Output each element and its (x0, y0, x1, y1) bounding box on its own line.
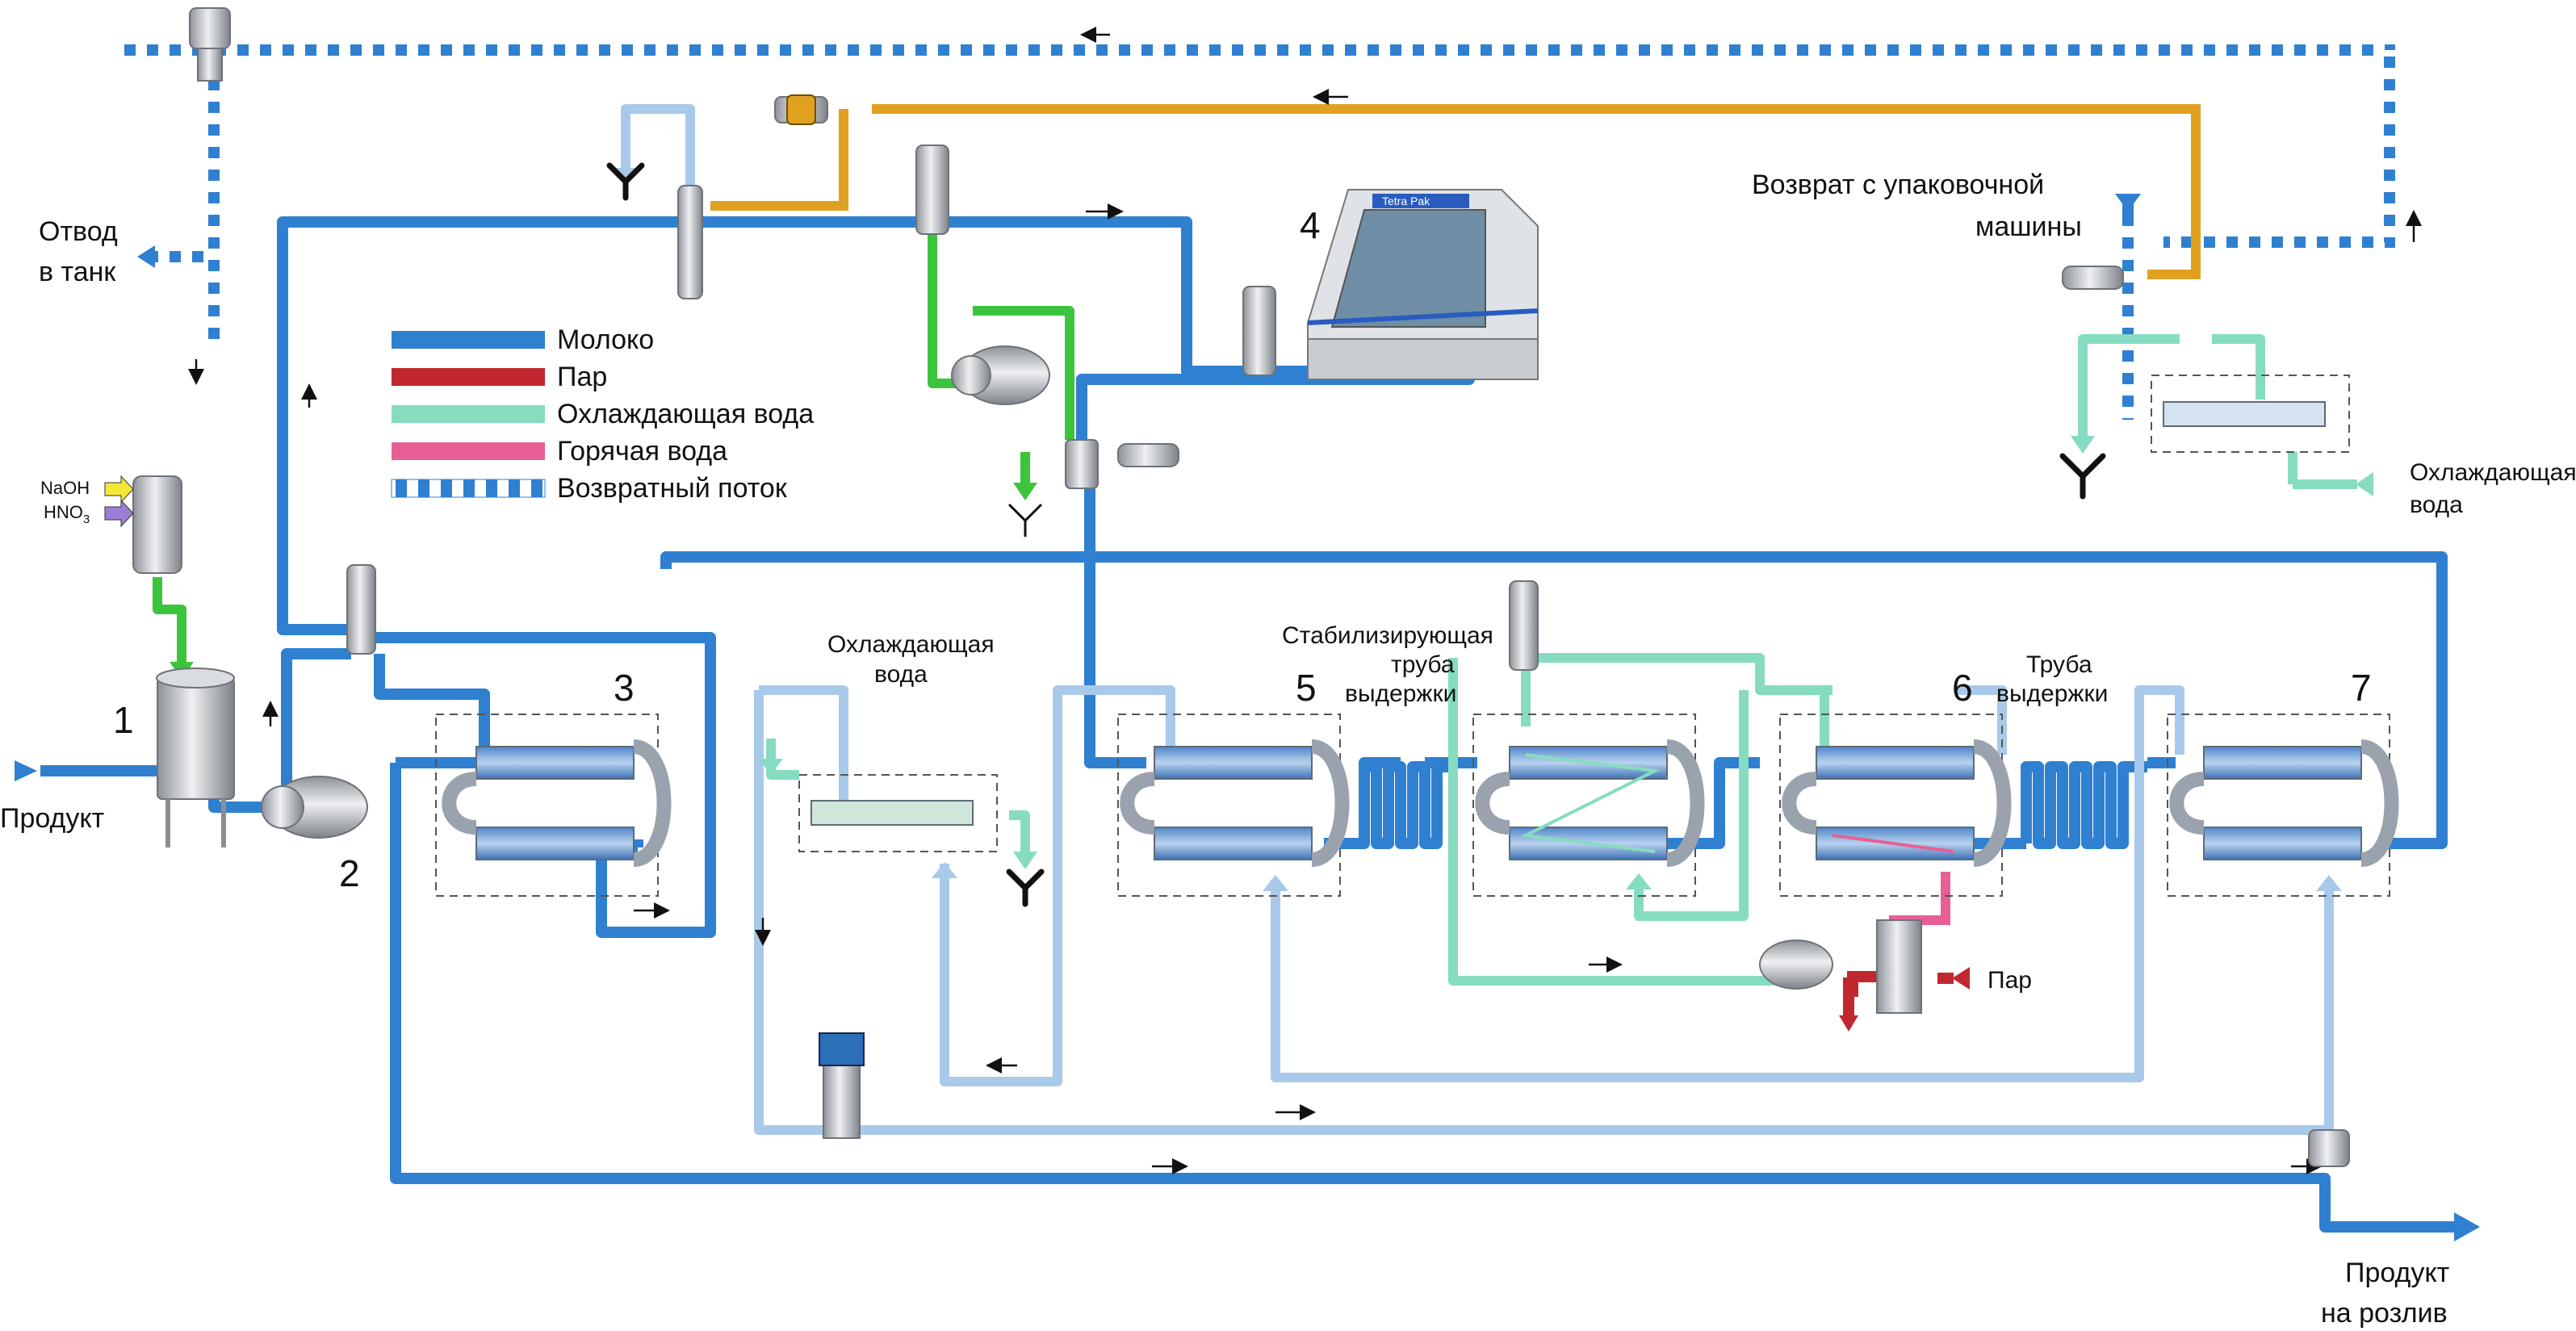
number-4: 4 (1300, 204, 1321, 246)
naoh-arrow (104, 475, 134, 504)
product-in-arrow (15, 760, 37, 781)
legend-swatch-milk (392, 331, 545, 349)
pump-hot-water (1759, 940, 1833, 990)
dosing-tank (132, 475, 182, 574)
booster-pump (819, 1032, 865, 1139)
filling-machine-4: Tetra Pak (1307, 189, 1539, 380)
label-cooling-mid-1: Охлаждающая (827, 631, 995, 658)
heat-exchanger-5 (1117, 714, 1350, 897)
label-hno3-sub: 3 (83, 513, 90, 526)
legend-label-return: Возвратный поток (557, 473, 788, 504)
legend-swatch-steam (392, 368, 545, 386)
lb-arrow-1 (932, 862, 957, 878)
cooler-middle (798, 774, 998, 852)
steam-out-arrow (1839, 1015, 1858, 1032)
stabilizing-holding-tube (1359, 761, 1449, 849)
lb-arrow-3 (2316, 875, 2342, 891)
legend-label-steam: Пар (557, 362, 607, 392)
label-tank-out-1: Отвод (39, 216, 118, 247)
number-1: 1 (113, 699, 134, 741)
label-cooling-right-2: вода (2410, 492, 2463, 518)
label-cooling-right-1: Охлаждающая (2410, 459, 2576, 486)
label-product-out-2: на розлив (2321, 1298, 2448, 1329)
cooling-arrow-2 (1626, 873, 1652, 889)
heat-exchanger-stab (1472, 714, 1705, 897)
product-out-arrow (2454, 1212, 2480, 1241)
label-naoh: NaOH (40, 478, 90, 498)
number-7: 7 (2351, 667, 2372, 709)
label-return-pack-2: машины (1975, 211, 2082, 242)
hno3-arrow (104, 499, 134, 528)
legend-swatch-hot (392, 442, 545, 460)
heat-exchanger-6 (1779, 714, 2012, 897)
label-stab-tube-2: труба (1391, 651, 1455, 678)
valves (189, 7, 2350, 1167)
label-hno3: HNO3 (44, 502, 90, 526)
cip-drain (1007, 503, 1043, 537)
label-tank-out-2: в танк (39, 257, 116, 287)
cooling-drain-arrow (1013, 852, 1037, 869)
cooling-water-pipes (766, 334, 2357, 986)
label-cooling-mid-2: вода (874, 661, 928, 688)
legend-swatch-return (391, 479, 546, 498)
orange-pipes (710, 104, 2201, 279)
number-3: 3 (614, 667, 635, 709)
label-product-in: Продукт (0, 803, 104, 834)
cooler-right (2151, 375, 2350, 453)
number-6: 6 (1952, 667, 1973, 709)
cooling-arrow-right (2356, 472, 2373, 496)
label-stab-tube-3: выдержки (1345, 680, 1456, 707)
pump-cip (951, 345, 1050, 405)
heat-exchanger-3 (435, 714, 672, 897)
lb-arrow-2 (1263, 875, 1288, 891)
label-hold-tube-1: Труба (2026, 651, 2092, 678)
drains (606, 162, 2106, 907)
legend: Молоко Пар Охлаждающая вода Горячая вода… (391, 324, 814, 504)
label-return-pack-1: Возврат с упаковочной (1752, 170, 2044, 200)
number-5: 5 (1296, 667, 1317, 709)
steam-injector (1876, 919, 1922, 1014)
label-stab-tube-1: Стабилизирующая (1282, 622, 1493, 649)
legend-label-cooling: Охлаждающая вода (557, 399, 814, 429)
return-flow-pipes (121, 44, 2395, 420)
green-pipes (153, 234, 1074, 666)
label-steam: Пар (1987, 967, 2032, 994)
balance-tank (156, 668, 235, 848)
number-2: 2 (339, 852, 360, 894)
heat-exchanger-7 (2167, 714, 2399, 897)
label-hno3-main: HNO (44, 502, 83, 522)
orange-valve-actuator (786, 94, 816, 125)
pump-2 (261, 776, 368, 839)
label-product-out-1: Продукт (2345, 1258, 2449, 1288)
return-pack-arrow (2115, 194, 2141, 211)
light-blue-pipes (621, 104, 2334, 1135)
legend-label-hot: Горячая вода (557, 436, 727, 467)
steam-in-arrow (1952, 967, 1970, 990)
green-drain-arrow (1013, 483, 1037, 500)
machine-brand-text: Tetra Pak (1382, 195, 1430, 207)
cooling-arrow-mid (759, 759, 783, 775)
cooling-arrow-right2 (2071, 436, 2095, 454)
flow-arrows (188, 27, 2422, 1174)
label-hold-tube-2: выдержки (1996, 680, 2108, 707)
holding-tube (2021, 761, 2147, 849)
legend-label-milk: Молоко (557, 324, 654, 355)
legend-swatch-cooling (392, 405, 545, 423)
tank-outlet-arrow (137, 245, 155, 268)
